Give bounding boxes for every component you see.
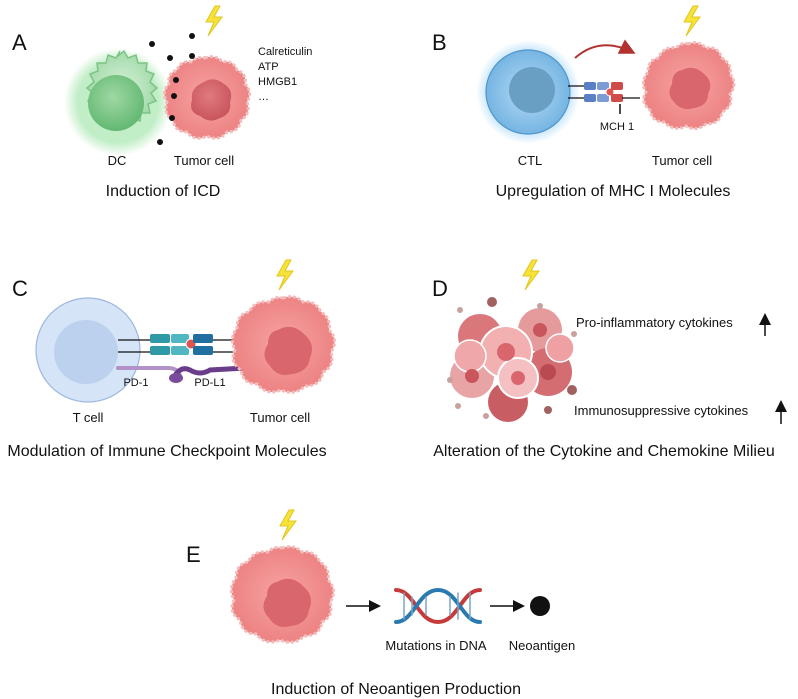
label-mch1: MCH 1 [600,121,634,133]
signal-calreticulin: Calreticulin [258,46,312,58]
ctl-cell-icon [476,40,580,144]
caption-c: Modulation of Immune Checkpoint Molecule… [7,443,326,460]
lightning-icon-b [683,5,701,37]
tumor-cell-e-icon [229,545,335,644]
label-tumor-cell-b: Tumor cell [652,153,712,168]
panel-a-letter: A [12,30,27,55]
lightning-icon-c [276,259,294,291]
neoantigen-dot-icon [530,596,550,616]
tumor-cell-a-icon [162,55,252,140]
panel-a: A Calreticulin ATP HMGB1 … D [12,5,312,200]
panel-d: D Pro-inflammator [432,259,787,460]
caption-e: Induction of Neoantigen Production [271,681,521,698]
label-tumor-cell-c: Tumor cell [250,410,310,425]
tumor-cell-b-icon [641,41,736,131]
lightning-icon-a [205,5,223,37]
dna-helix-icon [394,587,482,625]
label-neoantigen: Neoantigen [509,638,576,653]
tumor-cell-c-icon [230,295,336,394]
label-ctl: CTL [518,153,543,168]
label-tumor-cell-a: Tumor cell [174,153,234,168]
lightning-icon-d [522,259,540,291]
t-cell-icon [35,297,141,403]
label-mutations-dna: Mutations in DNA [385,638,486,653]
label-pro-inflammatory: Pro-inflammatory cytokines [576,315,733,330]
label-pd1: PD-1 [123,377,148,389]
panel-b-letter: B [432,30,447,55]
caption-b: Upregulation of MHC I Molecules [496,183,731,200]
signal-hmgb1: HMGB1 [258,76,297,88]
panel-c-letter: C [12,276,28,301]
upregulation-arrow [574,39,636,59]
icd-signal-dots [149,33,195,145]
pd1-pdl1-complex-icon [116,365,249,383]
label-pdl1: PD-L1 [194,377,225,389]
signal-atp: ATP [258,61,279,73]
signal-ellipsis: … [258,91,269,103]
panel-b: B MCH 1 CTL Tumor cel [432,5,736,200]
label-dc: DC [108,153,127,168]
label-immunosuppressive: Immunosuppressive cytokines [574,403,749,418]
caption-d: Alteration of the Cytokine and Chemokine… [433,443,775,460]
panel-d-letter: D [432,276,448,301]
tumor-cluster-icon [447,297,577,422]
lightning-icon-e [279,509,297,541]
panel-e: E Mutations in DNA Neoantigen Induction … [186,509,576,698]
dendritic-cell-icon [64,48,172,156]
tcr-checkpoint-complex-icon [118,334,248,355]
panel-e-letter: E [186,542,201,567]
panel-c: C PD-1 PD-L1 [7,259,336,460]
tcr-mhc-complex-icon [568,82,640,114]
caption-a: Induction of ICD [106,183,221,200]
label-t-cell: T cell [73,410,104,425]
